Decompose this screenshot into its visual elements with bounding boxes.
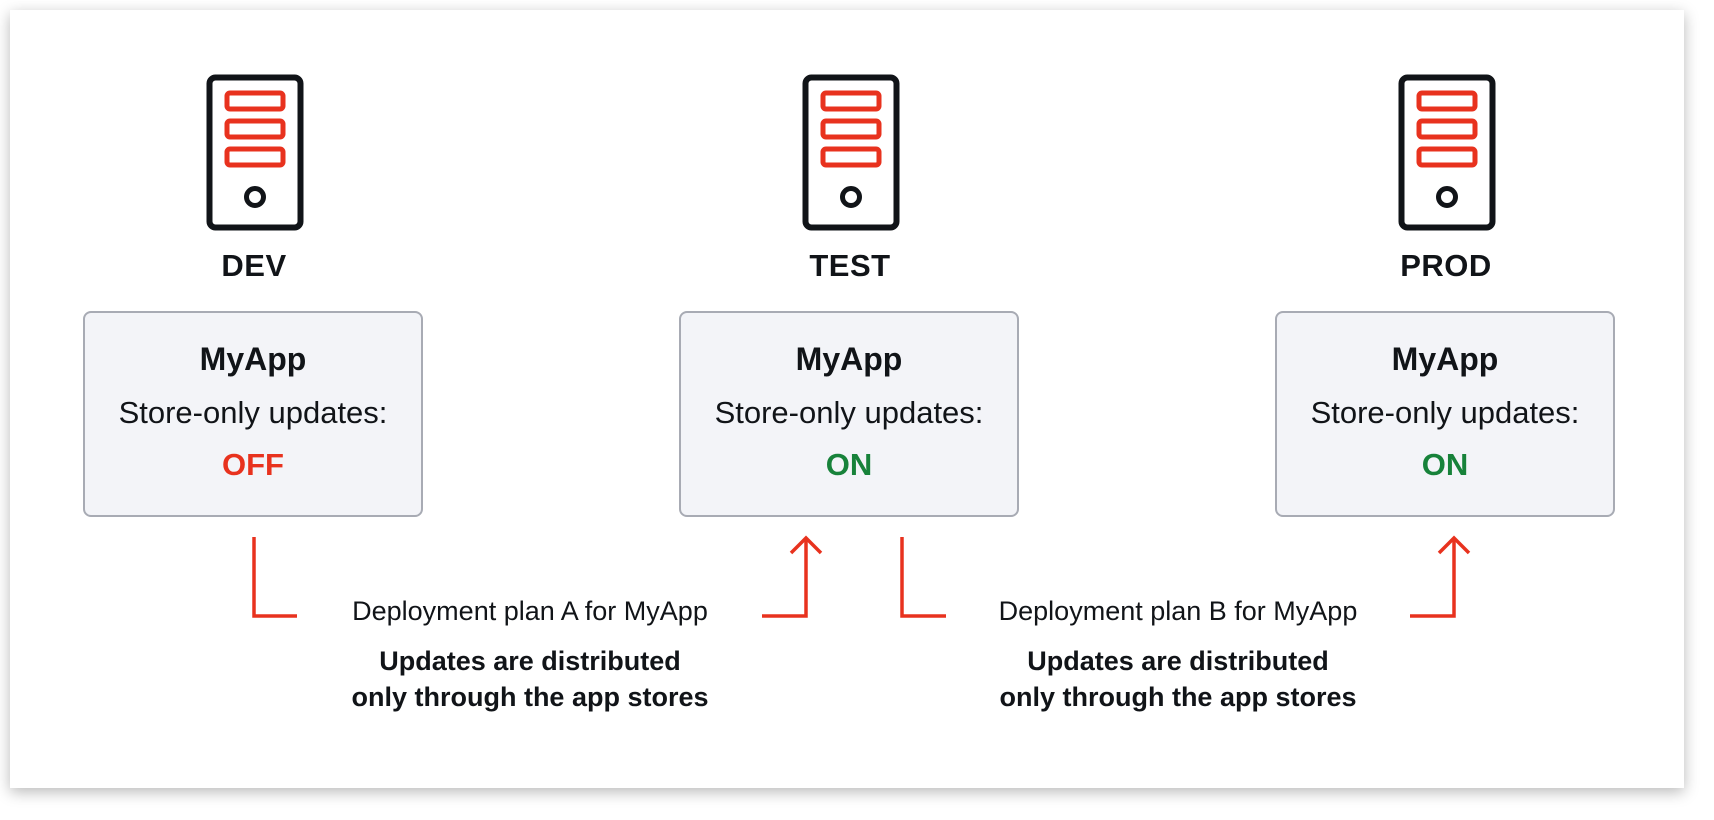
- store-only-status: ON: [1421, 447, 1469, 482]
- store-only-status: OFF: [222, 447, 284, 482]
- env-label-prod: PROD: [1400, 248, 1492, 283]
- plan-b-description: Updates are distributed only through the…: [958, 643, 1398, 715]
- plan-a-title: Deployment plan A for MyApp: [352, 596, 708, 626]
- plan-a-desc-line1: Updates are distributed: [379, 646, 681, 676]
- app-box-dev: MyApp Store-only updates: OFF: [83, 311, 423, 517]
- app-box-prod: MyApp Store-only updates: ON: [1275, 311, 1615, 517]
- app-name: MyApp: [1391, 341, 1499, 377]
- store-only-setting-label: Store-only updates:: [118, 395, 388, 430]
- plan-b-desc-line2: only through the app stores: [999, 682, 1357, 712]
- store-only-setting-label: Store-only updates:: [1310, 395, 1580, 430]
- server-icon: [1398, 74, 1496, 231]
- env-label-test: TEST: [809, 248, 891, 283]
- server-icon: [802, 74, 900, 231]
- app-name: MyApp: [199, 341, 307, 377]
- server-icon: [206, 74, 304, 231]
- plan-a-description: Updates are distributed only through the…: [310, 643, 750, 715]
- store-only-status: ON: [825, 447, 873, 482]
- env-label-dev: DEV: [221, 248, 287, 283]
- app-name: MyApp: [795, 341, 903, 377]
- plan-b-title: Deployment plan B for MyApp: [998, 596, 1358, 626]
- store-only-setting-label: Store-only updates:: [714, 395, 984, 430]
- plan-b-desc-line1: Updates are distributed: [1027, 646, 1329, 676]
- plan-a-desc-line2: only through the app stores: [351, 682, 709, 712]
- app-box-test: MyApp Store-only updates: ON: [679, 311, 1019, 517]
